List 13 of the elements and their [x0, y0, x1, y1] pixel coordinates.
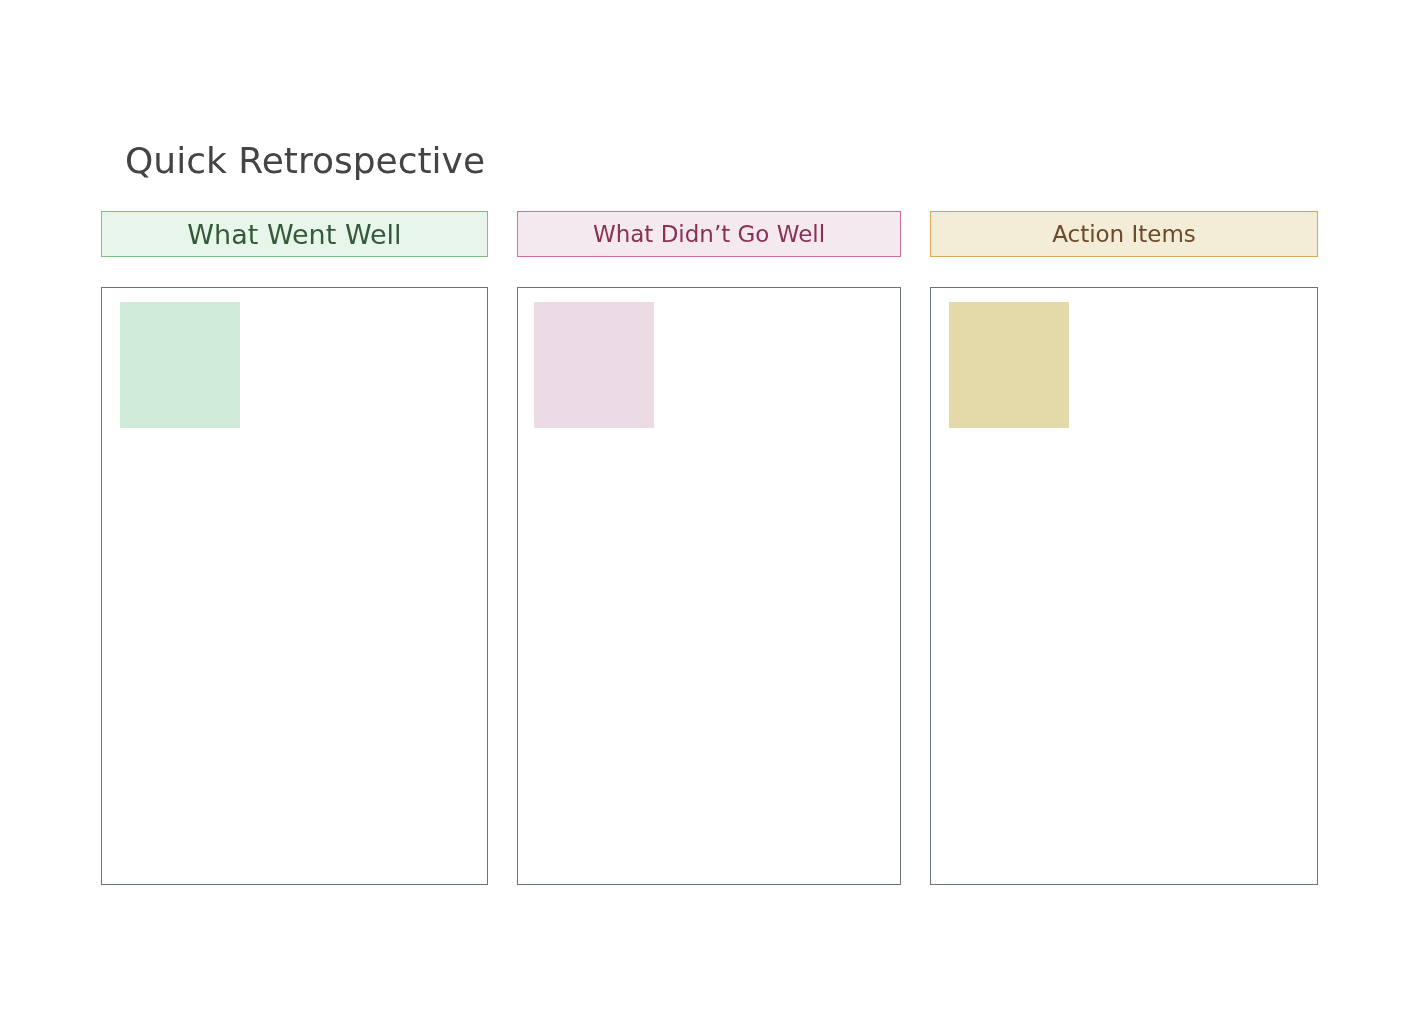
- board-title: Quick Retrospective: [125, 140, 486, 181]
- column-header: [517, 211, 901, 257]
- header-text: What Didn’t Go Well: [592, 221, 826, 247]
- column-panel: [930, 287, 1318, 885]
- sticky-note: [534, 302, 654, 428]
- column-header: [101, 211, 488, 257]
- header-text: What Went Well: [187, 218, 402, 250]
- sticky-note: [949, 302, 1069, 428]
- column-panel: [101, 287, 488, 885]
- header-text: Action Items: [1052, 221, 1196, 247]
- column-panel: [517, 287, 901, 885]
- sticky-note: [120, 302, 240, 428]
- column-header: [930, 211, 1318, 257]
